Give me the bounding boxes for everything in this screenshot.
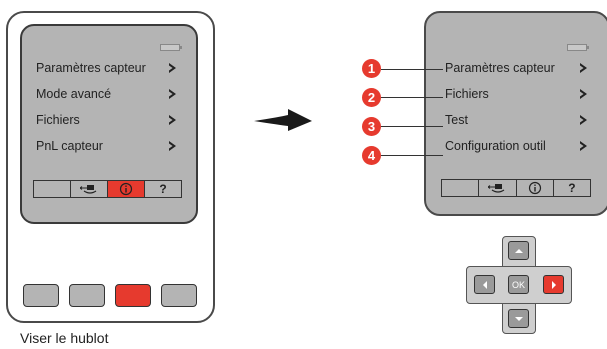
hardware-button-1[interactable]	[23, 284, 59, 307]
chevron-right-icon	[169, 89, 176, 99]
menu-item-files[interactable]: Fichiers	[445, 81, 589, 107]
left-menu: Paramètres capteur Mode avancé Fichiers …	[36, 55, 178, 159]
callout-number: 1	[362, 59, 381, 78]
arrow-right-icon	[551, 280, 556, 289]
menu-item-label: Configuration outil	[445, 139, 546, 153]
softkey-info[interactable]	[107, 181, 144, 197]
chevron-right-icon	[169, 115, 176, 125]
softkey-blank[interactable]	[442, 180, 478, 196]
leader-line	[381, 69, 443, 70]
menu-item-label: Fichiers	[36, 113, 80, 127]
arrow-down-icon	[514, 316, 523, 321]
transition-arrow-icon	[254, 109, 312, 131]
hardware-buttons	[23, 284, 197, 307]
softkey-toolhead[interactable]	[70, 181, 107, 197]
right-menu: Paramètres capteur Fichiers Test Configu…	[445, 55, 589, 159]
menu-item-files[interactable]: Fichiers	[36, 107, 178, 133]
chevron-right-icon	[580, 115, 587, 125]
chevron-right-icon	[169, 63, 176, 73]
leader-line	[381, 155, 443, 156]
toolhead-icon	[80, 185, 97, 194]
chevron-right-icon	[580, 141, 587, 151]
battery-icon	[567, 44, 589, 51]
dpad-right-button[interactable]	[543, 275, 564, 294]
chevron-right-icon	[580, 89, 587, 99]
hardware-button-2[interactable]	[69, 284, 105, 307]
chevron-right-icon	[580, 63, 587, 73]
arrow-up-icon	[514, 248, 523, 253]
softkey-blank[interactable]	[34, 181, 70, 197]
menu-item-label: PnL capteur	[36, 139, 103, 153]
menu-item-sensor-settings[interactable]: Paramètres capteur	[36, 55, 178, 81]
softkey-toolhead[interactable]	[478, 180, 515, 196]
menu-item-tool-configuration[interactable]: Configuration outil	[445, 133, 589, 159]
info-icon	[119, 182, 133, 196]
callout-number: 4	[362, 146, 381, 165]
menu-item-label: Mode avancé	[36, 87, 112, 101]
toolhead-icon	[488, 184, 505, 193]
menu-item-label: Test	[445, 113, 468, 127]
menu-item-label: Paramètres capteur	[36, 61, 146, 75]
menu-item-advanced-mode[interactable]: Mode avancé	[36, 81, 178, 107]
softkey-info[interactable]	[515, 180, 553, 196]
hardware-button-4[interactable]	[161, 284, 197, 307]
dpad-ok-button[interactable]: OK	[508, 275, 529, 294]
menu-item-test[interactable]: Test	[445, 107, 589, 133]
softkey-help[interactable]: ?	[552, 180, 590, 196]
arrow-left-icon	[482, 280, 487, 289]
right-softkey-bar: ?	[441, 179, 591, 197]
menu-item-label: Paramètres capteur	[445, 61, 555, 75]
info-icon	[528, 181, 541, 195]
leader-line	[381, 126, 443, 127]
menu-item-sensor-settings[interactable]: Paramètres capteur	[445, 55, 589, 81]
left-softkey-bar: ?	[33, 180, 182, 198]
chevron-right-icon	[169, 141, 176, 151]
menu-item-pnl-sensor[interactable]: PnL capteur	[36, 133, 178, 159]
ok-label: OK	[511, 279, 525, 290]
dpad-down-button[interactable]	[508, 309, 529, 328]
dpad-up-button[interactable]	[508, 241, 529, 260]
hardware-button-3[interactable]	[115, 284, 151, 307]
leader-line	[381, 97, 443, 98]
battery-icon	[160, 44, 182, 51]
menu-item-label: Fichiers	[445, 87, 489, 101]
dpad-left-button[interactable]	[474, 275, 495, 294]
callout-number: 3	[362, 117, 381, 136]
caption: Viser le hublot	[20, 330, 109, 346]
callout-number: 2	[362, 88, 381, 107]
softkey-help[interactable]: ?	[144, 181, 181, 197]
